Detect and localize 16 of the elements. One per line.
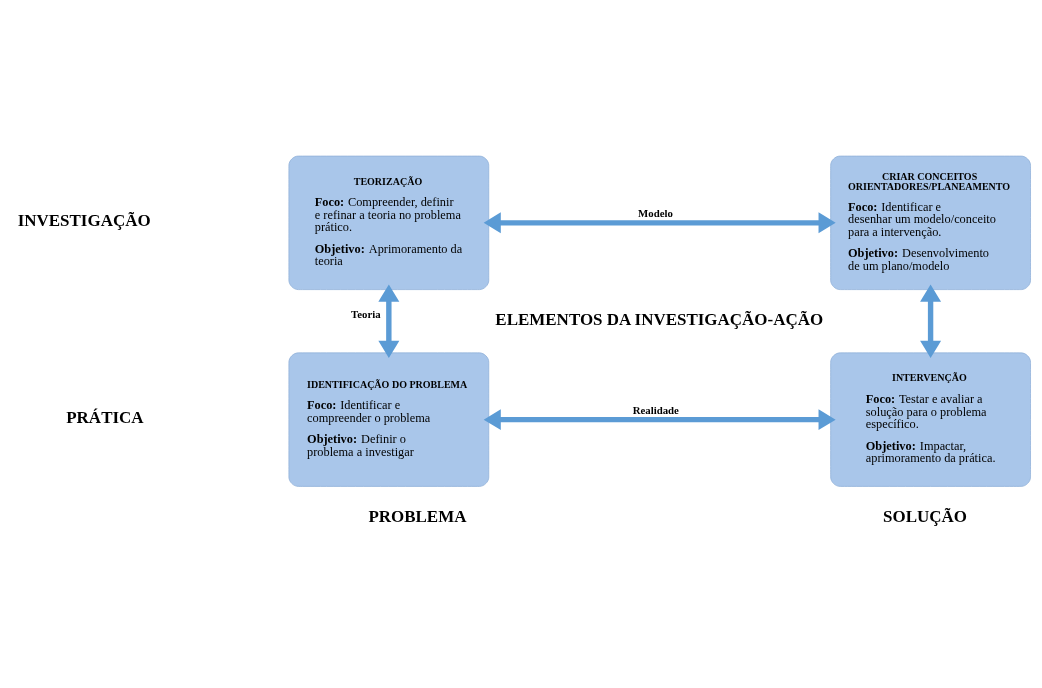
edge-label: Realidade <box>632 403 679 416</box>
node-box: CRIAR CONCEITOS ORIENTADORES/PLANEAMENTO Foco: Identificar e desenhar um modelo/conceito para a intervenção. Objetivo: Desenvolvimento de um plano/modelo <box>830 155 1031 290</box>
arrow <box>483 409 836 431</box>
label: PROBLEMA <box>368 506 467 526</box>
node-box: IDENTIFICAÇÃO DO PROBLEMA Foco: Identificar e compreender o problema Objetivo: Definir o problema a investigar <box>288 352 490 487</box>
arrow <box>378 284 400 358</box>
label: INVESTIGAÇÃO <box>17 211 151 231</box>
node-box: INTERVENÇÃO Foco: Testar e avaliar a solução para o problema específico. Objetivo: Impactar, aprimoramento da prática. <box>830 352 1031 487</box>
edge-label: Modelo <box>638 206 673 219</box>
node-box: TEORIZAÇÃO Foco: Compreender, definir e refinar a teoria no problema prático. Objetivo: Aprimoramento da teoria <box>288 155 490 290</box>
label: SOLUÇÃO <box>883 506 968 526</box>
edge-label: Teoria <box>351 307 381 320</box>
arrow <box>920 284 942 358</box>
label: PRÁTICA <box>66 408 144 428</box>
label: ELEMENTOS DA INVESTIGAÇÃO-AÇÃO <box>495 309 824 329</box>
arrow <box>483 212 836 234</box>
